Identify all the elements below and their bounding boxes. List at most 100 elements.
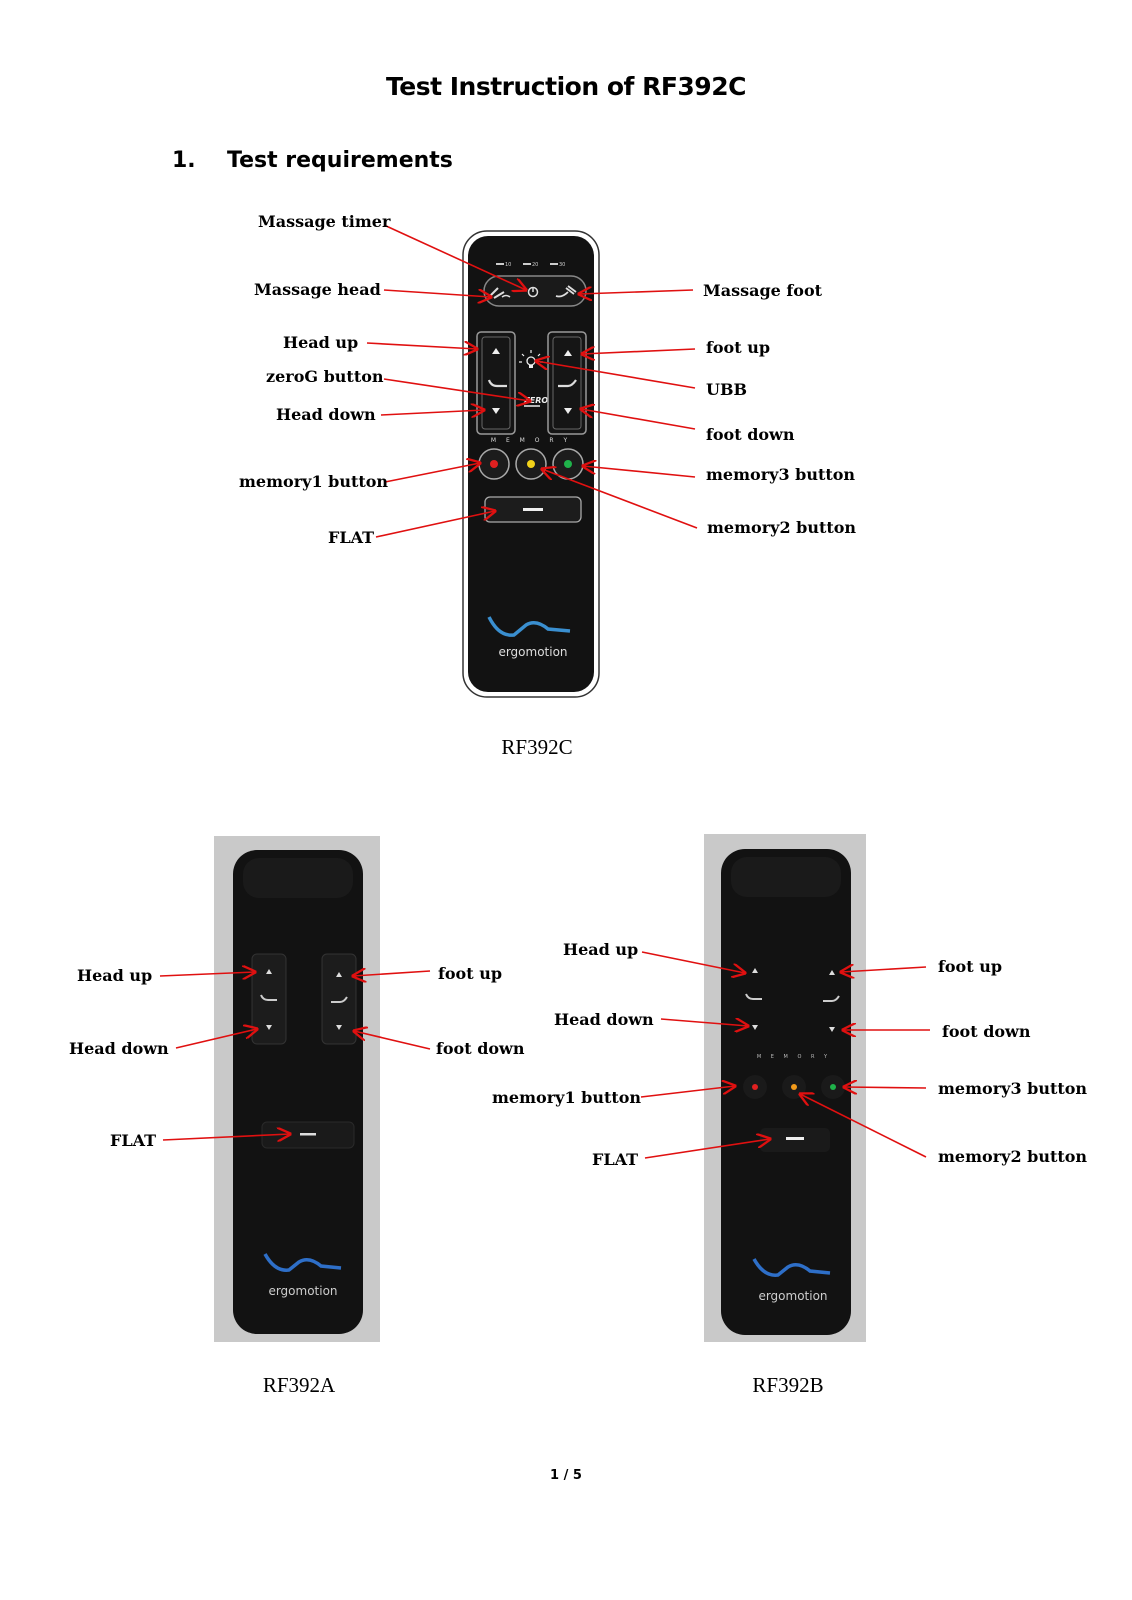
massage-foot-icon (555, 285, 577, 298)
label-a-foot-up: foot up (438, 964, 503, 983)
caption-rf392a: RF392A (262, 1373, 336, 1397)
flat-icon (523, 508, 543, 511)
label-head-down: Head down (276, 405, 376, 424)
head-control-pad (476, 331, 516, 435)
arrow-a-flat (162, 1134, 290, 1140)
head-up-arrow-icon[interactable] (492, 348, 500, 354)
rf392a-callout-arrows (159, 971, 431, 1140)
arrow-massage-head (383, 290, 491, 297)
memory1-led-icon (490, 460, 498, 468)
arrow-b-head-up (641, 951, 745, 973)
rf392b-head-bed-icon (745, 993, 762, 1000)
foot-down-arrow-icon[interactable] (564, 408, 572, 414)
label-ubb: UBB (706, 380, 747, 399)
rf392b-memory2-led-icon (791, 1084, 797, 1090)
memory3-led-icon (564, 460, 572, 468)
timer-mark-10: 10 (505, 262, 511, 268)
label-memory1-button: memory1 button (239, 472, 389, 491)
caption-rf392c: RF392C (501, 735, 573, 759)
label-a-flat: FLAT (110, 1131, 157, 1150)
foot-up-arrow-icon[interactable] (564, 350, 572, 356)
arrow-memory2 (542, 469, 698, 529)
rf392b-remote: M E M O R Y ergomotion (721, 849, 851, 1335)
memory-label: M E M O R Y (491, 437, 571, 444)
label-a-head-down: Head down (69, 1039, 169, 1058)
zerog-icon: ZERO (523, 396, 548, 405)
page-number: 1 / 5 (550, 1468, 582, 1483)
rf392a-head-up-arrow-icon[interactable] (266, 969, 272, 974)
rf392a-head-bed-icon (260, 994, 277, 1001)
arrow-memory1 (384, 463, 480, 483)
label-zerog-button: zeroG button (266, 367, 384, 386)
rf392b-foot-bed-icon (823, 995, 840, 1002)
rf392b-head-up-arrow-icon[interactable] (752, 968, 758, 973)
rf392a-flat-icon (300, 1133, 316, 1136)
rf392c-remote: 10 20 30 ZERO (462, 230, 600, 698)
arrow-massage-timer (383, 224, 526, 290)
section-heading: 1. Test requirements (172, 148, 453, 173)
rf392a-ergomotion-logo-icon (263, 1253, 342, 1272)
label-massage-timer: Massage timer (258, 212, 391, 231)
rf392a-remote: ergomotion (233, 850, 363, 1334)
arrow-zerog (383, 378, 530, 401)
arrow-b-memory1 (640, 1086, 735, 1098)
rf392a-foot-up-arrow-icon[interactable] (336, 972, 342, 977)
memory1-button[interactable] (478, 448, 510, 480)
massage-foot-button[interactable] (555, 285, 577, 298)
rf392b-head-down-arrow-icon[interactable] (752, 1025, 758, 1030)
flat-button[interactable] (484, 496, 582, 523)
rf392b-flat-icon (786, 1137, 804, 1140)
section-number: 1. (172, 148, 196, 173)
rf392a-foot-down-arrow-icon[interactable] (336, 1025, 342, 1030)
rf392a-foot-bed-icon (331, 996, 348, 1003)
arrow-foot-down (581, 409, 696, 430)
label-flat: FLAT (328, 528, 375, 547)
rf392b-brand-text: ergomotion (758, 1289, 827, 1303)
arrow-foot-up (582, 349, 696, 354)
arrow-a-foot-up (353, 971, 431, 976)
ergomotion-logo-icon (487, 616, 571, 637)
label-a-foot-down: foot down (436, 1039, 525, 1058)
arrow-b-memory2 (800, 1094, 927, 1158)
arrow-b-foot-up (841, 967, 927, 972)
arrow-massage-foot (579, 290, 694, 294)
arrow-b-head-down (660, 1019, 748, 1026)
timer-mark-30: 30 (559, 262, 565, 268)
rf392a-brand-text: ergomotion (268, 1284, 337, 1298)
arrow-ubb (536, 361, 696, 389)
rf392b-foot-up-arrow-icon[interactable] (829, 970, 835, 975)
arrow-a-foot-down (354, 1031, 431, 1050)
rf392b-memory3-led-icon (830, 1084, 836, 1090)
head-bed-icon (487, 379, 507, 388)
arrow-b-flat (644, 1139, 770, 1159)
document-title: Test Instruction of RF392C (386, 72, 746, 101)
rf392b-flat-button[interactable] (760, 1128, 830, 1152)
rf392c-brand-text: ergomotion (498, 645, 567, 659)
label-foot-up: foot up (706, 338, 771, 357)
label-massage-head: Massage head (254, 280, 381, 299)
label-b-head-up: Head up (563, 940, 639, 959)
head-down-arrow-icon[interactable] (492, 408, 500, 414)
foot-control-pad (547, 331, 587, 435)
label-b-head-down: Head down (554, 1010, 654, 1029)
rf392b-ergomotion-logo-icon (752, 1258, 831, 1277)
rf392b-foot-down-arrow-icon[interactable] (829, 1027, 835, 1032)
label-massage-foot: Massage foot (703, 281, 823, 300)
rf392c-callout-arrows (366, 224, 698, 538)
label-b-foot-down: foot down (942, 1022, 1031, 1041)
label-b-memory3-button: memory3 button (938, 1079, 1088, 1098)
label-b-flat: FLAT (592, 1150, 639, 1169)
caption-rf392b: RF392B (752, 1373, 824, 1397)
massage-timer-indicator: 10 20 30 (496, 262, 565, 268)
rf392a-head-down-arrow-icon[interactable] (266, 1025, 272, 1030)
section-title: Test requirements (227, 148, 453, 173)
label-b-memory1-button: memory1 button (492, 1088, 642, 1107)
timer-mark-20: 20 (532, 262, 538, 268)
rf392b-memory3-button[interactable] (821, 1075, 845, 1099)
memory2-button[interactable] (515, 448, 547, 480)
arrow-flat (375, 511, 495, 538)
label-memory2-button: memory2 button (707, 518, 857, 537)
foot-bed-icon (558, 379, 577, 388)
rf392b-memory1-button[interactable] (743, 1075, 767, 1099)
arrow-a-head-up (159, 972, 255, 976)
